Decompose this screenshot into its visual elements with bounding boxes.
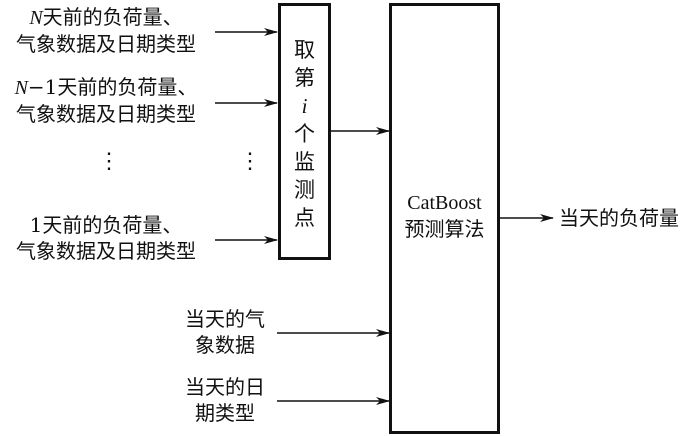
selector-char: 测: [294, 178, 315, 202]
current-weather-line1: 当天的气: [185, 307, 265, 331]
input-label-line2: 气象数据及日期类型: [16, 239, 196, 263]
current-weather-line2: 象数据: [195, 333, 255, 357]
input-label-line1: −1天前的负荷量、: [27, 75, 198, 99]
ellipsis-left: ⋮: [98, 149, 120, 174]
selector-char: 取: [294, 38, 315, 62]
input-label-line1: 1天前的负荷量、: [29, 213, 183, 237]
input-label-n-days: N天前的负荷量、 气象数据及日期类型: [0, 4, 212, 57]
selector-char: 点: [294, 206, 315, 230]
selector-char: 个: [294, 122, 315, 146]
monitoring-point-selector-box: 取 第 i 个 监 测 点: [278, 3, 331, 260]
var-n: N: [29, 7, 43, 29]
selector-var-i: i: [301, 94, 308, 118]
current-datetype-label: 当天的日 期类型: [170, 374, 280, 426]
current-datetype-line2: 期类型: [195, 401, 255, 425]
selector-char: 第: [294, 66, 315, 90]
model-desc: 预测算法: [404, 217, 485, 241]
input-label-line2: 气象数据及日期类型: [16, 32, 196, 56]
model-name: CatBoost: [407, 192, 482, 214]
var-n: N: [14, 77, 28, 99]
current-weather-label: 当天的气 象数据: [170, 306, 280, 358]
catboost-model-box: CatBoost 预测算法: [389, 3, 500, 434]
input-label-n-minus-1-days: N−1天前的负荷量、 气象数据及日期类型: [0, 74, 212, 127]
ellipsis-right: ⋮: [239, 149, 261, 174]
output-label: 当天的负荷量: [559, 206, 679, 230]
input-label-line1: 天前的负荷量、: [42, 5, 183, 29]
input-label-1-day: 1天前的负荷量、 气象数据及日期类型: [0, 212, 212, 264]
current-datetype-line1: 当天的日: [185, 375, 265, 399]
selector-char: 监: [294, 150, 315, 174]
input-label-line2: 气象数据及日期类型: [16, 102, 196, 126]
